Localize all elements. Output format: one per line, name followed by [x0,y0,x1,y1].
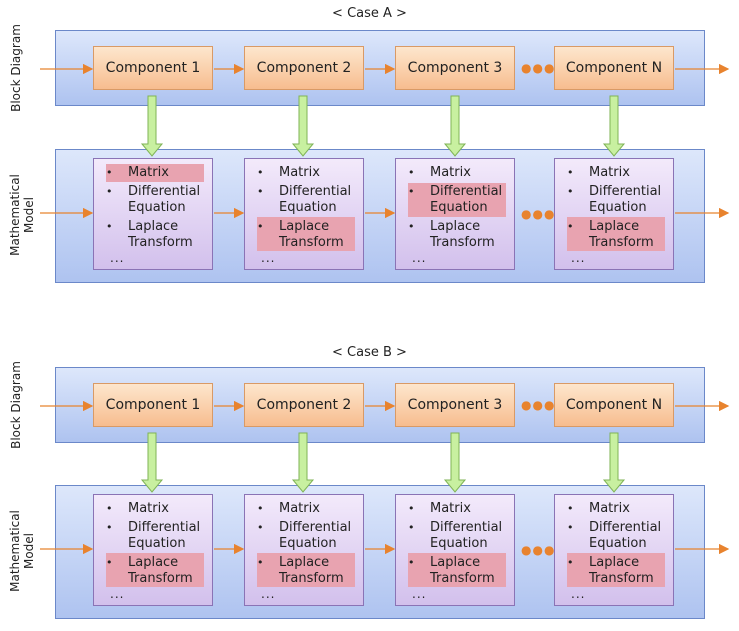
case-b-title: < Case B > [332,345,407,360]
item-more: ... [412,587,427,601]
case-a-component-n: Component N [554,46,674,90]
case-b-component-3: Component 3 [395,383,515,427]
highlight-matrix [106,164,204,182]
case-b-block-ellipsis: ●●● [521,398,556,412]
highlight-laplace [257,217,355,251]
case-a-down-arrows [140,95,626,157]
item-more: ... [412,251,427,265]
case-a-component-1: Component 1 [93,46,213,90]
case-a-component-2: Component 2 [244,46,364,90]
case-a-model-ellipsis: ●●● [521,207,556,221]
case-b-component-n: Component N [554,383,674,427]
highlight-laplace [567,217,665,251]
highlight-laplace [106,553,204,587]
item-more: ... [571,251,586,265]
highlight-laplace [257,553,355,587]
case-a-title: < Case A > [332,6,407,21]
case-b-component-2: Component 2 [244,383,364,427]
case-b-down-arrows [140,432,626,493]
item-more: ... [110,251,125,265]
item-more: ... [261,251,276,265]
item-more: ... [261,587,276,601]
case-a-component-3: Component 3 [395,46,515,90]
case-b-model-ellipsis: ●●● [521,543,556,557]
highlight-differential [408,183,506,217]
highlight-laplace [408,553,506,587]
item-more: ... [110,587,125,601]
case-a-block-ellipsis: ●●● [521,61,556,75]
item-more: ... [571,587,586,601]
highlight-laplace [567,553,665,587]
case-b-component-1: Component 1 [93,383,213,427]
